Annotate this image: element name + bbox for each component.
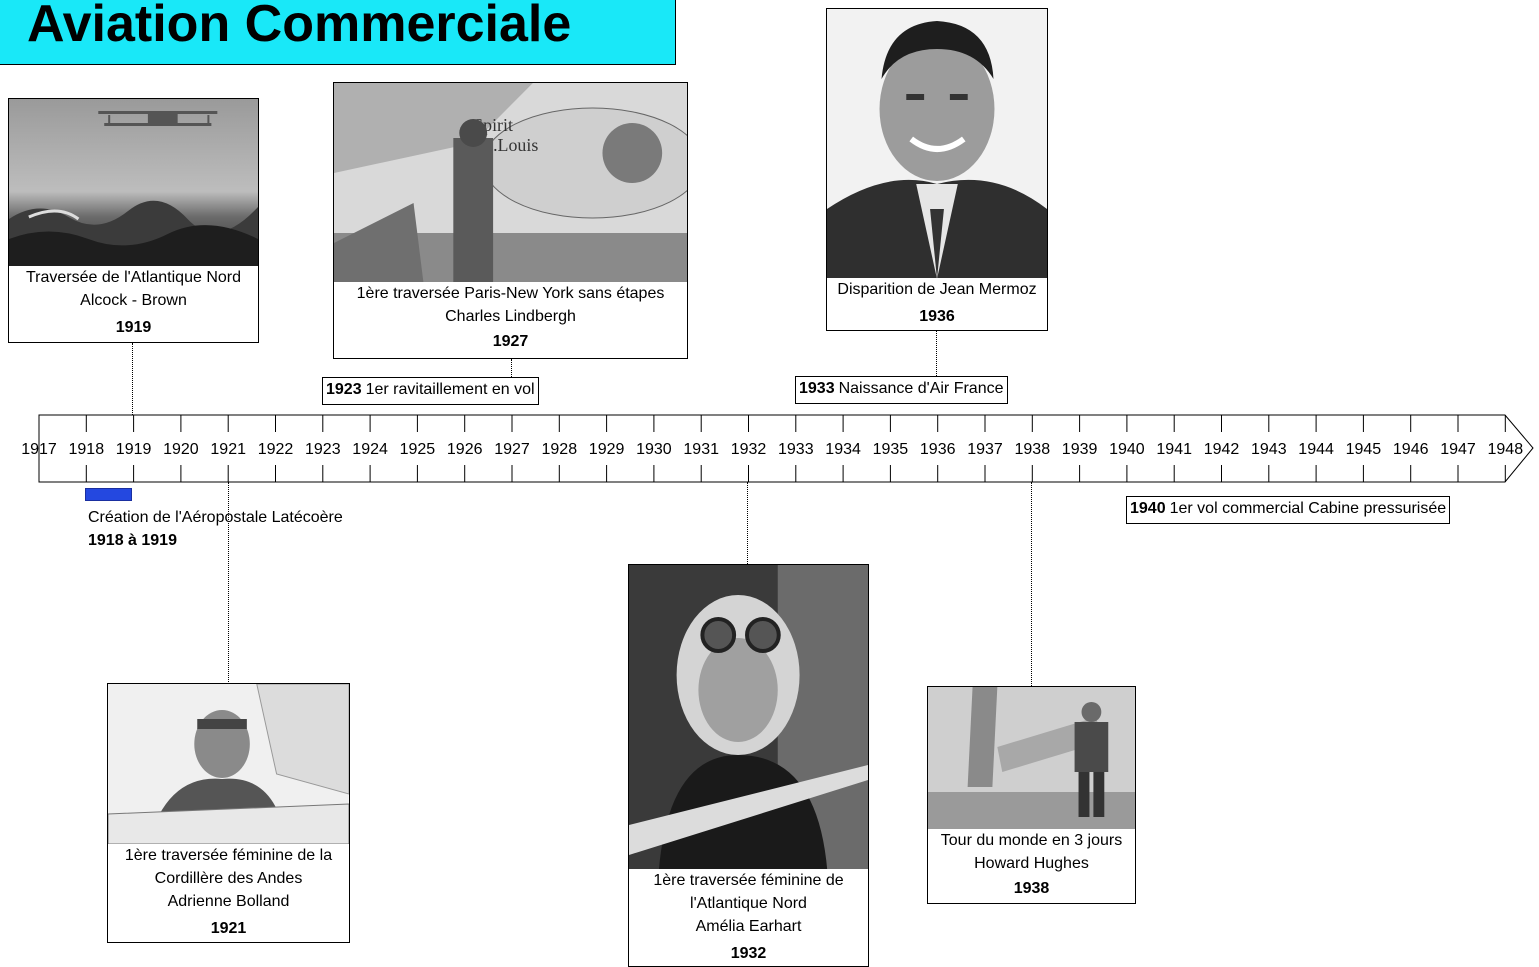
event-year: 1933 [799, 380, 835, 397]
connector-1936 [936, 331, 937, 376]
caption-line: Adrienne Bolland [167, 893, 290, 910]
caption-line: l'Atlantique Nord [690, 895, 807, 912]
axis-year-label: 1925 [400, 441, 436, 458]
spirit-of-st-louis-photo: Spirit St.Louis [334, 83, 687, 285]
connector-1932 [747, 482, 748, 564]
event-caption: 1ère traversée Paris-New York sans étape… [334, 282, 687, 358]
axis-year-label: 1918 [69, 441, 105, 458]
connector-1921 [228, 482, 229, 682]
axis-year-label: 1947 [1440, 441, 1476, 458]
axis-year-label: 1921 [210, 441, 246, 458]
event-year: 1921 [210, 920, 247, 937]
page-title: Aviation Commerciale [27, 0, 572, 53]
axis-year-label: 1932 [731, 441, 767, 458]
event-caption: Disparition de Jean Mermoz 1936 [827, 278, 1047, 330]
amelia-earhart-photo [629, 565, 868, 871]
event-caption: Tour du monde en 3 jours Howard Hughes 1… [928, 829, 1135, 903]
howard-hughes-photo [928, 687, 1135, 829]
axis-year-label: 1937 [967, 441, 1003, 458]
caption-line: Howard Hughes [974, 855, 1089, 872]
axis-year-label: 1917 [21, 441, 57, 458]
axis-year-label: 1922 [258, 441, 294, 458]
event-year: 1938 [1013, 880, 1050, 897]
axis-year-label: 1936 [920, 441, 956, 458]
caption-line: Amélia Earhart [695, 918, 802, 935]
axis-year-label: 1926 [447, 441, 483, 458]
adrienne-bolland-photo [108, 684, 349, 844]
event-caption: Traversée de l'Atlantique Nord Alcock - … [9, 266, 258, 342]
event-card-bolland[interactable]: 1ère traversée féminine de la Cordillère… [107, 683, 350, 943]
event-card-earhart[interactable]: 1ère traversée féminine de l'Atlantique … [628, 564, 869, 967]
connector-1938 [1031, 482, 1032, 686]
jean-mermoz-portrait [827, 9, 1047, 279]
caption-line: Cordillère des Andes [154, 870, 303, 887]
event-caption: 1ère traversée féminine de l'Atlantique … [629, 869, 868, 966]
span-label-aeropostale: Création de l'Aéropostale Latécoère 1918… [88, 506, 343, 552]
axis-year-label: 1946 [1393, 441, 1429, 458]
axis-year-label: 1923 [305, 441, 341, 458]
axis-year-label: 1920 [163, 441, 199, 458]
axis-year-label: 1938 [1015, 441, 1051, 458]
axis-year-label: 1942 [1204, 441, 1240, 458]
axis-year-label: 1919 [116, 441, 152, 458]
event-card-mermoz[interactable]: Disparition de Jean Mermoz 1936 [826, 8, 1048, 331]
caption-line: 1ère traversée féminine de la [124, 847, 333, 864]
axis-year-label: 1929 [589, 441, 625, 458]
connector-1927 [511, 359, 512, 377]
caption-line: 1ère traversée Paris-New York sans étape… [356, 285, 665, 302]
event-card-alcock-brown[interactable]: Traversée de l'Atlantique Nord Alcock - … [8, 98, 259, 343]
connector-1919 [132, 343, 133, 415]
event-card-lindbergh[interactable]: Spirit St.Louis 1ère traversée Paris-New… [333, 82, 688, 359]
caption-line: Alcock - Brown [80, 292, 187, 309]
event-year: 1936 [919, 308, 955, 325]
axis-year-label: 1935 [873, 441, 909, 458]
axis-year-label: 1939 [1062, 441, 1098, 458]
axis-year-label: 1930 [636, 441, 672, 458]
biplane-over-sea-photo [9, 99, 258, 267]
event-label: 1er vol commercial Cabine pressurisée [1169, 500, 1447, 517]
span-event-years: 1918 à 1919 [88, 532, 177, 549]
axis-year-label: 1927 [494, 441, 530, 458]
event-label: 1er ravitaillement en vol [365, 381, 535, 398]
axis-year-label: 1945 [1346, 441, 1382, 458]
event-label: Naissance d'Air France [838, 380, 1004, 397]
axis-year-label: 1934 [825, 441, 861, 458]
axis-year-label: 1943 [1251, 441, 1287, 458]
event-year: 1923 [326, 381, 362, 398]
axis-year-label: 1933 [778, 441, 814, 458]
caption-line: Charles Lindbergh [445, 308, 576, 325]
caption-line: Disparition de Jean Mermoz [837, 281, 1037, 298]
timeline-arrow-band [38, 414, 1534, 483]
axis-year-label: 1941 [1156, 441, 1192, 458]
caption-line: Traversée de l'Atlantique Nord [25, 269, 241, 286]
axis-year-label: 1948 [1488, 441, 1524, 458]
event-year: 1919 [115, 319, 152, 336]
span-bar-aeropostale[interactable] [85, 488, 132, 501]
span-event-label: Création de l'Aéropostale Latécoère [88, 509, 343, 526]
event-caption: 1ère traversée féminine de la Cordillère… [108, 844, 349, 942]
event-card-hughes[interactable]: Tour du monde en 3 jours Howard Hughes 1… [927, 686, 1136, 904]
caption-line: 1ère traversée féminine de [653, 872, 844, 889]
axis-year-label: 1924 [352, 441, 388, 458]
event-year: 1940 [1130, 500, 1166, 517]
axis-year-label: 1928 [542, 441, 578, 458]
axis-year-label: 1944 [1298, 441, 1334, 458]
caption-line: Tour du monde en 3 jours [940, 832, 1123, 849]
title-banner: Aviation Commerciale [0, 0, 676, 65]
svg-text:St.Louis: St.Louis [478, 135, 538, 155]
event-year: 1932 [730, 945, 767, 962]
axis-year-label: 1931 [683, 441, 719, 458]
axis-year-label: 1940 [1109, 441, 1145, 458]
event-year: 1927 [492, 333, 529, 350]
